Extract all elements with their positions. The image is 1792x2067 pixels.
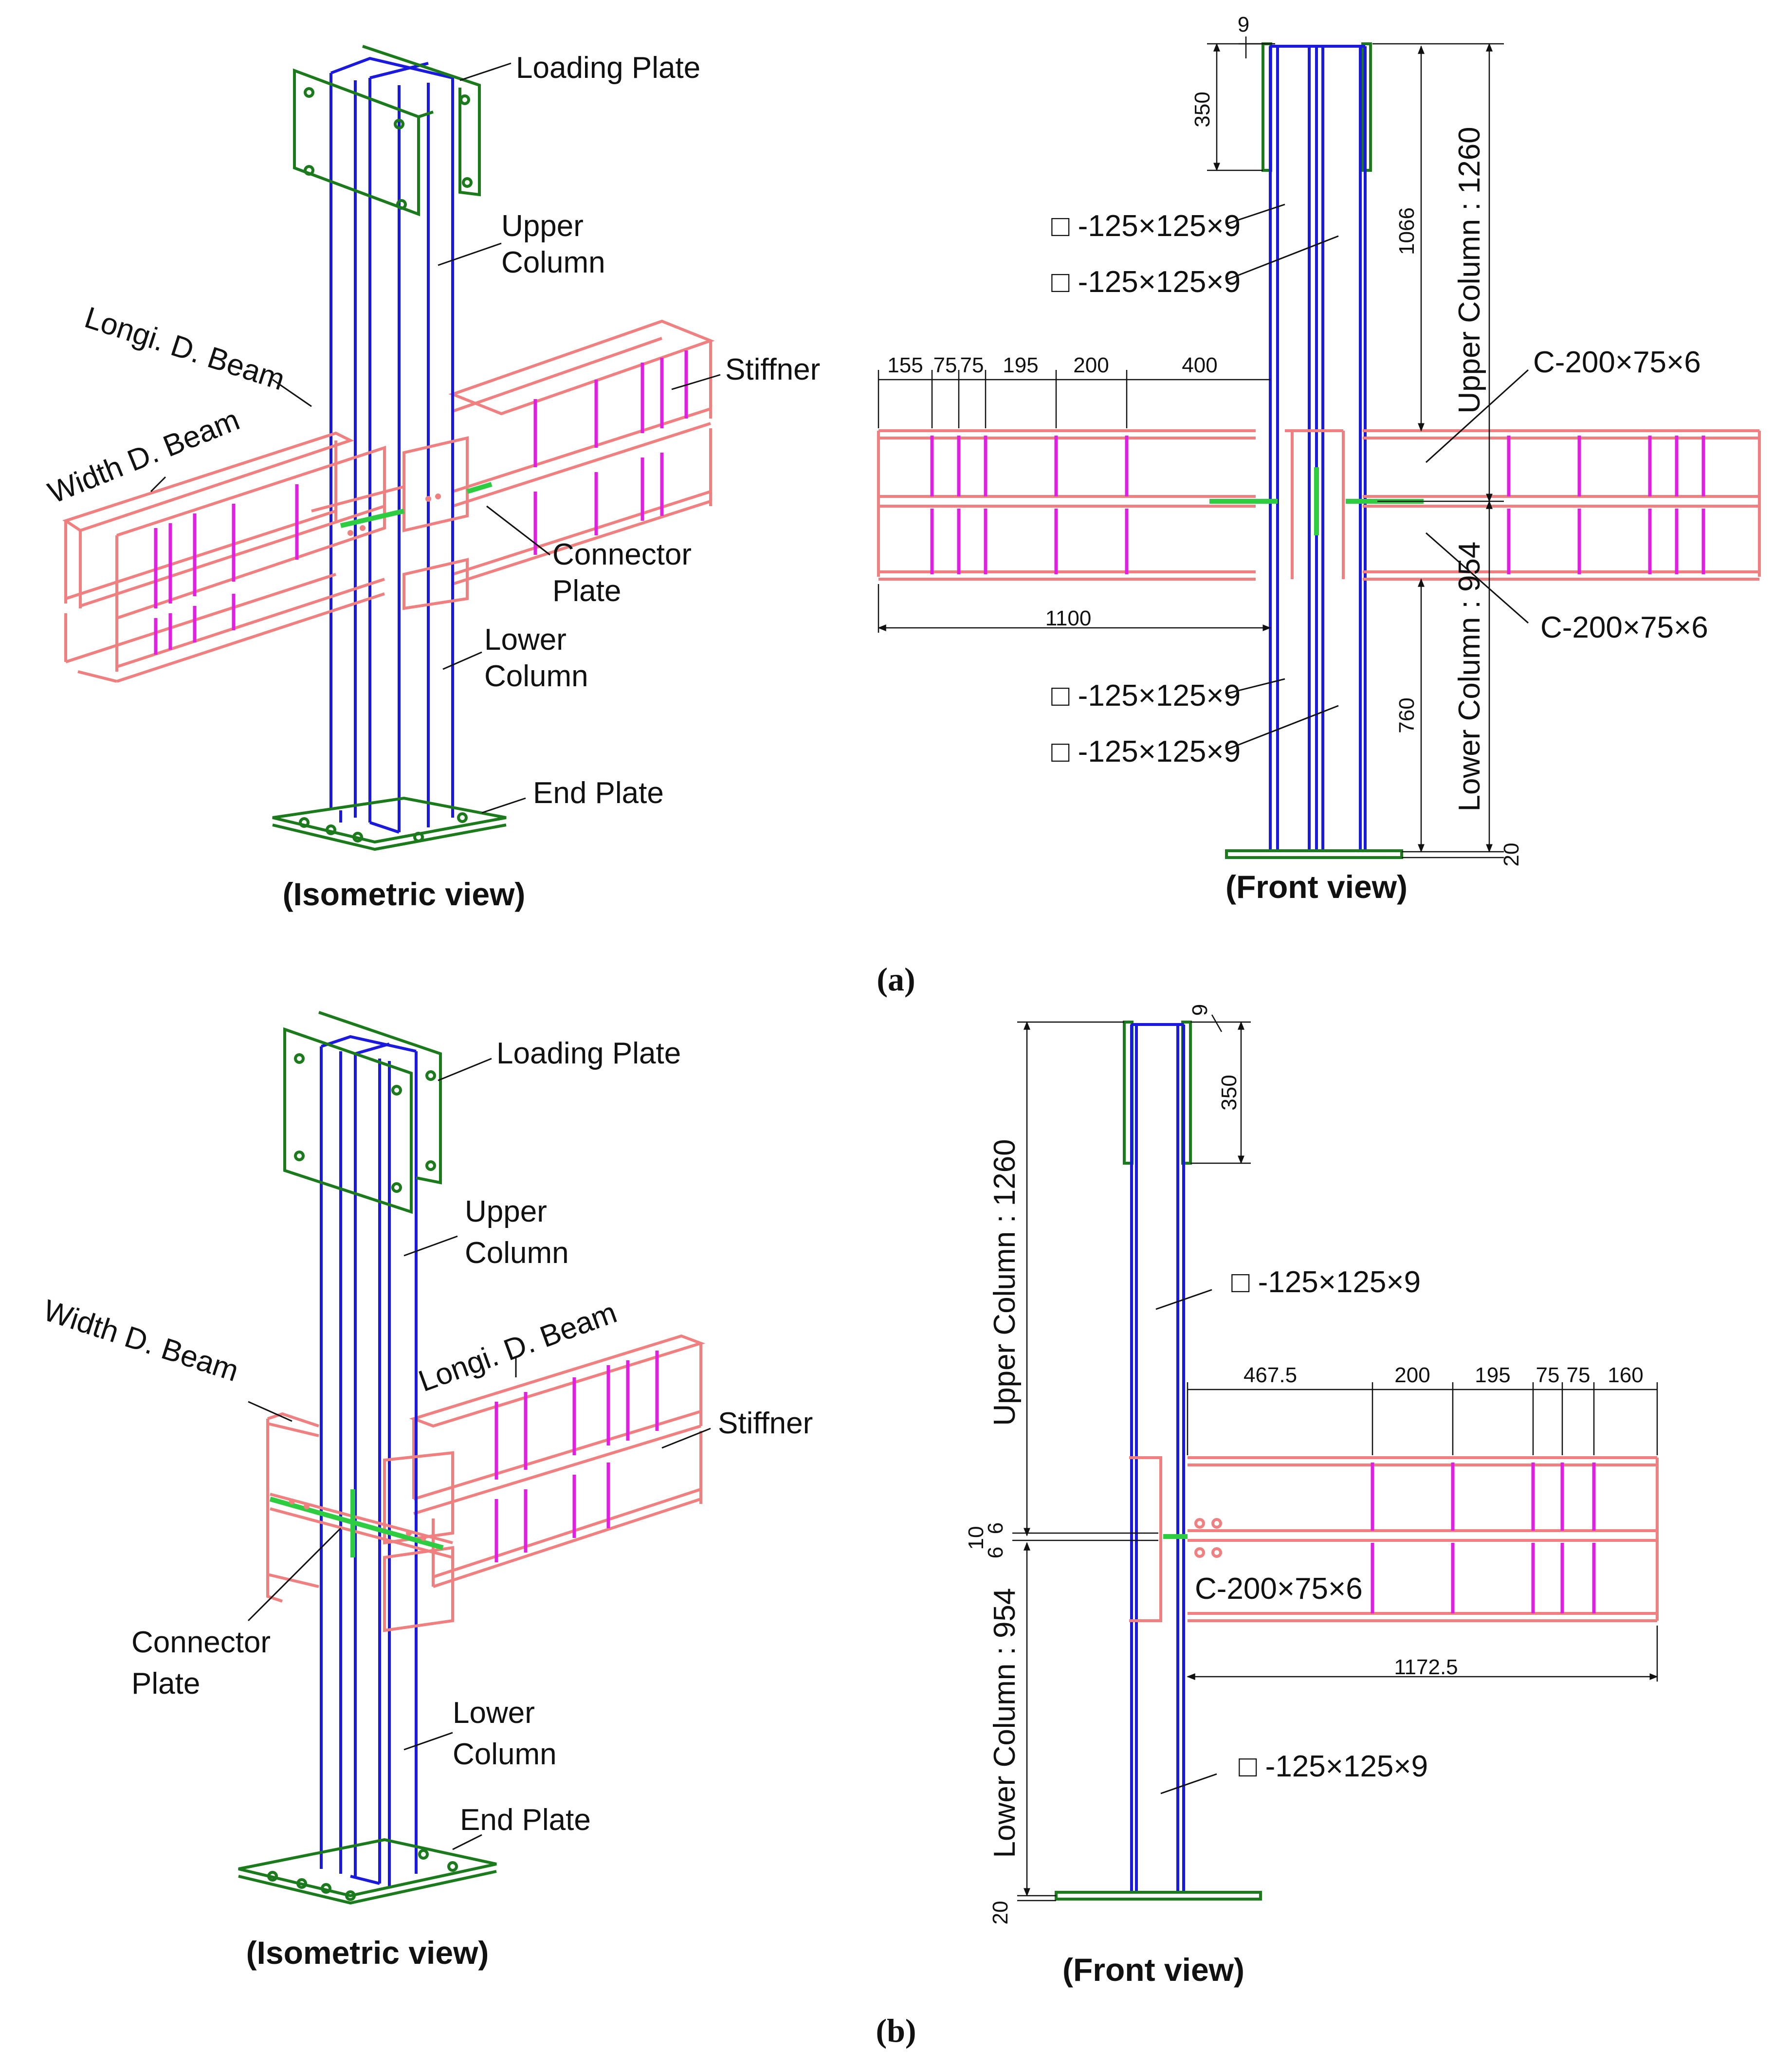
label-upper-b-1: Upper bbox=[465, 1195, 547, 1228]
channel-bottom-a: C-200×75×6 bbox=[1540, 611, 1708, 644]
label-upper-a-2: Column bbox=[501, 246, 605, 279]
caption-iso-a: (Isometric view) bbox=[283, 876, 526, 912]
dim-s0-b: 467.5 bbox=[1243, 1363, 1297, 1387]
dim-1066-a: 1066 bbox=[1395, 207, 1419, 255]
section-2-a: □ -125×125×9 bbox=[1051, 265, 1241, 299]
dim-s5-b: 160 bbox=[1608, 1363, 1643, 1387]
dim-s1-a: 75 bbox=[933, 353, 957, 377]
label-connector-a-2: Plate bbox=[552, 574, 621, 608]
column-b bbox=[320, 1035, 418, 1886]
label-lower-a-1: Lower bbox=[484, 623, 567, 657]
label-upper-b-2: Column bbox=[465, 1236, 569, 1270]
section-1-a: □ -125×125×9 bbox=[1051, 209, 1241, 243]
label-loading-plate-b: Loading Plate bbox=[496, 1037, 681, 1070]
dim-20-b: 20 bbox=[988, 1901, 1012, 1925]
width-beam-b bbox=[266, 1412, 454, 1632]
beam-front-a bbox=[877, 429, 1761, 581]
dim-9-a: 9 bbox=[1238, 13, 1249, 37]
label-connector-a-1: Connector bbox=[552, 538, 692, 571]
label-connector-b-2: Plate bbox=[131, 1667, 200, 1701]
label-stiffner-b: Stiffner bbox=[718, 1407, 813, 1440]
dim-s3-a: 195 bbox=[1003, 353, 1038, 377]
section-lower-b: □ -125×125×9 bbox=[1239, 1750, 1428, 1783]
connector-plate-b bbox=[269, 1497, 444, 1550]
loading-plate-a bbox=[293, 45, 481, 217]
panel-a-isometric: Loading Plate Upper Column Longi. D. Bea… bbox=[43, 45, 820, 912]
label-lower-length-a: Lower Column : 954 bbox=[1453, 542, 1486, 812]
dimensions-a bbox=[878, 37, 1504, 859]
dim-760-a: 760 bbox=[1395, 697, 1419, 733]
subfigure-label-b: (b) bbox=[876, 2012, 916, 2049]
caption-front-b: (Front view) bbox=[1062, 1952, 1244, 1988]
beam-stub-a bbox=[311, 436, 469, 610]
panel-b-isometric: Loading Plate Upper Column Width D. Beam… bbox=[39, 1011, 813, 1971]
label-loading-plate-a: Loading Plate bbox=[516, 51, 700, 85]
dim-20-a: 20 bbox=[1499, 843, 1523, 867]
label-end-plate-b: End Plate bbox=[460, 1803, 591, 1837]
dim-s4-b: 75 bbox=[1567, 1363, 1591, 1387]
end-plate-front-b bbox=[1055, 1891, 1262, 1901]
channel-top-a: C-200×75×6 bbox=[1533, 346, 1701, 379]
dim-6-bot-b: 6 bbox=[984, 1547, 1007, 1558]
dim-9-b: 9 bbox=[1188, 1004, 1212, 1016]
label-end-plate-a: End Plate bbox=[533, 776, 664, 810]
caption-iso-b: (Isometric view) bbox=[246, 1935, 489, 1971]
section-3-a: □ -125×125×9 bbox=[1051, 679, 1241, 713]
dim-s1-b: 200 bbox=[1394, 1363, 1430, 1387]
loading-plate-b bbox=[283, 1011, 442, 1214]
dim-s2-a: 75 bbox=[960, 353, 984, 377]
dim-1100-a: 1100 bbox=[1045, 606, 1092, 630]
label-width-beam-b: Width D. Beam bbox=[39, 1294, 243, 1388]
label-longi-beam-b: Longi. D. Beam bbox=[414, 1296, 621, 1398]
dim-350-a: 350 bbox=[1190, 91, 1214, 127]
dim-1172-b: 1172.5 bbox=[1394, 1655, 1458, 1679]
dim-s4-a: 200 bbox=[1073, 353, 1109, 377]
section-4-a: □ -125×125×9 bbox=[1051, 735, 1241, 768]
beam-front-b bbox=[1129, 1456, 1659, 1622]
label-longi-beam-a: Longi. D. Beam bbox=[81, 301, 289, 397]
end-plate-b bbox=[238, 1838, 497, 1905]
dim-s3-b: 75 bbox=[1536, 1363, 1560, 1387]
label-connector-b-1: Connector bbox=[131, 1626, 271, 1659]
label-lower-a-2: Column bbox=[484, 659, 588, 693]
label-lower-b-1: Lower bbox=[453, 1696, 535, 1730]
column-front-a bbox=[1269, 45, 1367, 852]
dimensions-b bbox=[1012, 1014, 1658, 1902]
subfigure-label-a: (a) bbox=[877, 961, 915, 998]
label-upper-length-b: Upper Column : 1260 bbox=[988, 1139, 1022, 1426]
end-plate-front-a bbox=[1225, 849, 1403, 859]
dim-10-b: 10 bbox=[964, 1526, 988, 1550]
width-beam-a bbox=[62, 431, 386, 683]
end-plate-a bbox=[272, 796, 507, 851]
section-upper-b: □ -125×125×9 bbox=[1231, 1265, 1421, 1299]
label-upper-length-a: Upper Column : 1260 bbox=[1453, 127, 1486, 413]
dim-s0-a: 155 bbox=[887, 353, 923, 377]
panel-b-front: 350 9 6 10 6 20 1172.5 467.5 200 195 75 … bbox=[964, 1004, 1659, 1988]
dim-350-b: 350 bbox=[1217, 1075, 1241, 1110]
caption-front-a: (Front view) bbox=[1225, 869, 1408, 905]
channel-b: C-200×75×6 bbox=[1195, 1572, 1363, 1606]
dim-s5-a: 400 bbox=[1182, 353, 1217, 377]
label-lower-length-b: Lower Column : 954 bbox=[988, 1588, 1022, 1858]
connector-plate-a bbox=[340, 509, 405, 528]
label-upper-a-1: Upper bbox=[501, 209, 584, 243]
dim-s2-b: 195 bbox=[1475, 1363, 1510, 1387]
label-stiffner-a: Stiffner bbox=[725, 353, 820, 386]
panel-a-front: 350 9 1066 760 20 1100 155 75 75 195 200… bbox=[877, 13, 1761, 905]
label-lower-b-2: Column bbox=[453, 1738, 557, 1771]
dim-6-top-b: 6 bbox=[984, 1522, 1007, 1534]
